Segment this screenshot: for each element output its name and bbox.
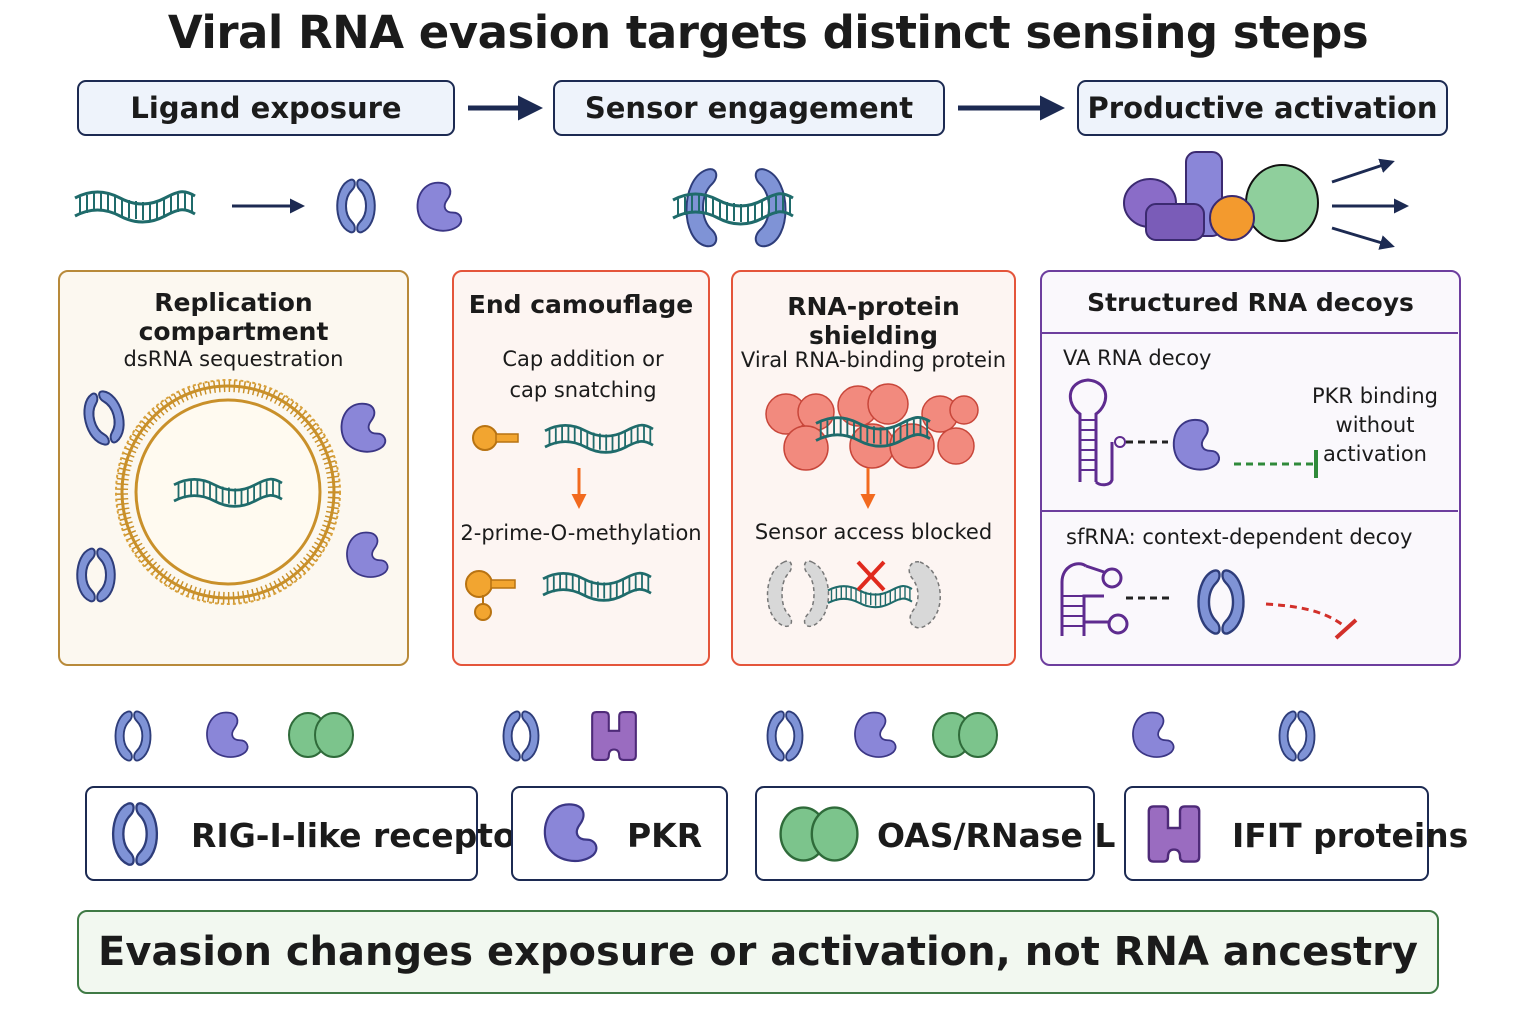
cap-icon — [472, 425, 519, 451]
footer-conclusion: Evasion changes exposure or activation, … — [77, 910, 1439, 994]
block-x-icon — [856, 560, 886, 592]
rlr-icon — [114, 710, 152, 762]
stage-productive-activation: Productive activation — [1077, 80, 1448, 136]
pkr-icon — [1172, 418, 1221, 471]
oas-icon — [779, 806, 859, 862]
stage-ligand-exposure: Ligand exposure — [77, 80, 455, 136]
panel-step1-text: Cap addition or cap snatching — [502, 347, 664, 402]
stage-label: Sensor engagement — [584, 91, 914, 125]
pkr-icon — [416, 181, 463, 232]
legend-label: RIG-I-like receptors — [191, 816, 552, 855]
rlr-icon — [1278, 710, 1316, 762]
page-title: Viral RNA evasion targets distinct sensi… — [167, 6, 1369, 59]
pkr-icon — [1131, 711, 1175, 759]
legend-label: PKR — [627, 816, 703, 855]
legend-label: OAS/RNase L — [877, 816, 1116, 855]
dsrna-icon — [73, 189, 197, 224]
va-rna-hairpin-icon — [1069, 378, 1126, 487]
rlr-icon — [766, 710, 804, 762]
va-rna-label: VA RNA decoy — [1063, 346, 1212, 370]
rlr-icon — [111, 802, 159, 866]
activated-complex-icon — [1123, 151, 1319, 242]
panel-step2-text: 2-prime-O-methylation — [460, 521, 702, 545]
sfrna-label: sfRNA: context-dependent decoy — [1066, 525, 1413, 549]
pkr-icon — [340, 402, 387, 453]
rlr-icon — [336, 178, 376, 234]
signal-arrow-icon — [1331, 226, 1395, 250]
rna-binding-protein-icon — [765, 383, 979, 471]
stage-label: Ligand exposure — [130, 91, 402, 125]
panel-title: Structured RNA decoys — [1087, 288, 1414, 317]
oas-icon — [932, 712, 998, 758]
exposed-rna-icon — [826, 584, 914, 609]
panel-divider — [1042, 332, 1458, 334]
rlr-icon — [78, 386, 130, 450]
panel-end-camouflage: End camouflage Cap addition or cap snatc… — [452, 270, 710, 666]
oas-icon — [288, 712, 354, 758]
blocked-sensor-icon — [766, 560, 941, 629]
panel-subtitle: dsRNA sequestration — [123, 347, 344, 371]
green-inhibit-icon — [1234, 450, 1318, 478]
methylated-cap-icon — [465, 570, 516, 621]
red-inhibit-icon — [1265, 602, 1358, 640]
signal-arrow-icon — [1331, 158, 1395, 184]
ifit-icon — [591, 711, 637, 761]
sensor-engagement-icon — [673, 168, 793, 248]
pkr-icon — [205, 711, 249, 759]
panel-title: End camouflage — [468, 290, 694, 319]
panel-divider — [1042, 510, 1458, 512]
membrane-vesicle-icon — [115, 379, 341, 605]
panel-step1-text: Viral RNA-binding protein — [740, 348, 1007, 372]
pkr-icon — [853, 711, 897, 759]
panel-title: Replication compartment — [138, 288, 329, 346]
pkr-icon — [543, 803, 598, 863]
legend-label: IFIT proteins — [1232, 816, 1469, 855]
panel-step2-text: Sensor access blocked — [754, 520, 993, 544]
panel-title: RNA-protein shielding — [787, 292, 960, 350]
capped-rna-icon — [545, 425, 653, 452]
rlr-icon — [76, 547, 116, 603]
methylated-rna-icon — [543, 573, 651, 600]
stage-sensor-engagement: Sensor engagement — [553, 80, 945, 136]
stage-label: Productive activation — [1087, 91, 1438, 125]
sfrna-structure-icon — [1060, 562, 1129, 636]
pkr-icon — [345, 531, 389, 579]
legend-pkr: PKR — [511, 786, 728, 881]
ifit-icon — [1147, 805, 1201, 863]
panel-structured-rna-decoys: Structured RNA decoys VA RNA decoy PKR b… — [1040, 270, 1461, 666]
legend-ifit-proteins: IFIT proteins — [1124, 786, 1468, 881]
va-effect-text: PKR binding without activation — [1312, 384, 1438, 466]
rlr-icon — [502, 710, 540, 762]
rlr-icon — [1197, 568, 1245, 636]
